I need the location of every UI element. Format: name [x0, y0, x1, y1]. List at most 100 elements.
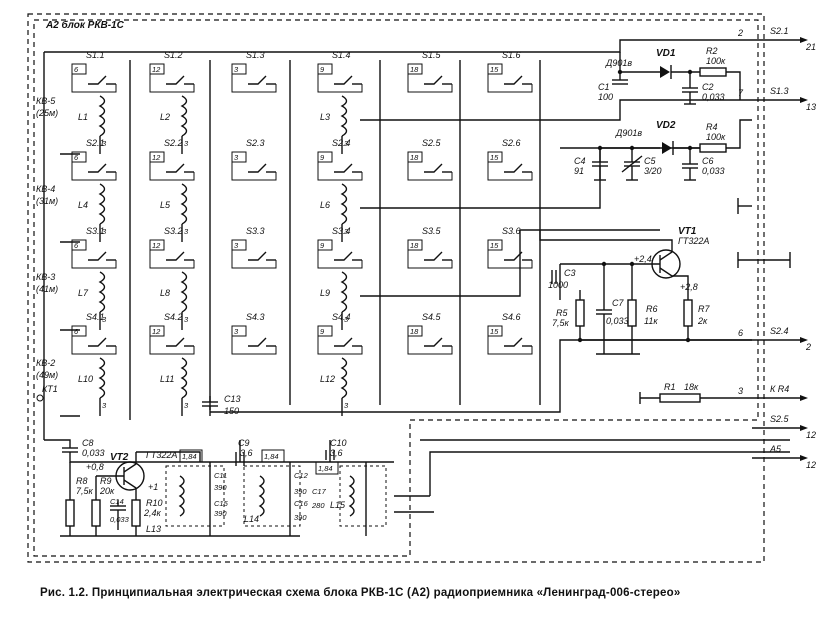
switch-frame [407, 162, 453, 181]
connector-3: 6 S2.4 2 [738, 326, 811, 352]
switch-contact [248, 337, 267, 347]
vd1-type-label: Д901в [605, 58, 632, 68]
c1-label: C1 [598, 82, 610, 92]
coil-winding [340, 95, 348, 137]
output-wire-a5 [429, 451, 790, 496]
r9-label: R9 [100, 476, 112, 486]
connector-arrow [800, 37, 808, 43]
connector-pin: 2 [737, 28, 743, 38]
connector-5: S2.5 12 [752, 414, 816, 440]
c14-label: C14 [110, 497, 124, 506]
switch-frame [317, 162, 363, 181]
switch-label: S4.2 [164, 312, 183, 322]
switch-frame [487, 74, 533, 93]
c9-label: C9 [238, 438, 250, 448]
switch-frame [487, 250, 533, 269]
switch-pin-number: 12 [152, 153, 161, 162]
coil-label: L9 [320, 288, 330, 298]
switch-label: S1.6 [502, 50, 521, 60]
switch-pin-number: 3 [234, 327, 239, 336]
c6-value: 0,033 [702, 166, 725, 176]
c2-value: 0,033 [702, 92, 725, 102]
switch-pin-number: 18 [410, 241, 419, 250]
switch-pin-number: 15 [490, 65, 499, 74]
c17-value: 280 [311, 501, 325, 510]
kt1-label: КТ1 [42, 384, 58, 394]
c13-capacitor [202, 396, 218, 416]
switch-contact [88, 163, 107, 173]
r10-label: R10 [146, 498, 163, 508]
switch-contact [334, 75, 353, 85]
c8-value: 0,033 [82, 448, 105, 458]
top-bus-wire [44, 39, 752, 53]
switch-label: S2.2 [164, 138, 183, 148]
coil-pin: 3 [344, 401, 349, 410]
connector-dest: 12 [806, 430, 816, 440]
switch-pin-box [149, 63, 165, 75]
r9-value: 20к [99, 486, 115, 496]
switch-pin-box [317, 325, 333, 337]
r1-label: R1 [664, 382, 676, 392]
r2-value: 100к [706, 56, 726, 66]
switch-label: S3.3 [246, 226, 265, 236]
switch-label: S2.1 [86, 138, 105, 148]
r1-resistor [639, 392, 752, 404]
switch-frame [317, 74, 363, 93]
switch-label: S2.6 [502, 138, 521, 148]
switch-contact [334, 337, 353, 347]
c4-value: 91 [574, 166, 584, 176]
r6-value: 11к [644, 316, 658, 326]
switch-pin-number: 3 [234, 153, 239, 162]
switch-frame [71, 336, 117, 355]
coil-pin: 3 [102, 401, 107, 410]
switch-label: S1.1 [86, 50, 105, 60]
c12-label: C12 [294, 471, 309, 480]
switch-pin-number: 15 [490, 153, 499, 162]
coil-output-wire-3 [360, 229, 660, 297]
l15-label: L15 [330, 500, 346, 510]
filter-2-label: 1,84 [264, 452, 279, 461]
switch-frame [71, 74, 117, 93]
switch-pin-box [407, 63, 423, 75]
connector-dest: 2 [805, 342, 811, 352]
switch-pin-box [71, 239, 87, 251]
switch-pin-box [407, 151, 423, 163]
switch-contact [504, 75, 523, 85]
vt2-v2: +1 [148, 482, 158, 492]
r5-label: R5 [556, 308, 568, 318]
coil-winding [98, 271, 106, 313]
switch-label: S1.2 [164, 50, 183, 60]
r2-label: R2 [706, 46, 718, 56]
c10-value: 3,6 [330, 448, 343, 458]
connector-pin: 3 [738, 386, 743, 396]
c3-label: C3 [564, 268, 576, 278]
switch-frame [231, 74, 277, 93]
connector-label: S2.5 [770, 414, 790, 424]
block-outer-border [27, 13, 765, 563]
coil-label: L12 [320, 374, 335, 384]
switch-label: S4.3 [246, 312, 265, 322]
connector-pin: 6 [738, 328, 743, 338]
connector-label: S2.4 [770, 326, 789, 336]
vt1-label: VT1 [678, 226, 697, 237]
switch-pin-number: 3 [234, 241, 239, 250]
switch-pin-number: 6 [74, 241, 79, 250]
connector-label: А5 [769, 444, 782, 454]
coil-winding [340, 271, 348, 313]
coil-winding [98, 357, 106, 399]
coil-label: L11 [160, 374, 174, 384]
c12-value: 390 [294, 487, 307, 496]
l14-label: L14 [244, 514, 259, 524]
coil-pin: 3 [184, 401, 189, 410]
c2-label: C2 [702, 82, 714, 92]
vt1-transistor [539, 230, 689, 300]
c6-label: C6 [702, 156, 714, 166]
r7-value: 2к [697, 316, 708, 326]
c11-value: 390 [214, 483, 227, 492]
switch-pin-box [487, 239, 503, 251]
connector-dest: 13 [806, 102, 816, 112]
band-group-4: КВ-2(49м)S4.16S4.212S4.33S4.49S4.518S4.6… [36, 312, 533, 417]
